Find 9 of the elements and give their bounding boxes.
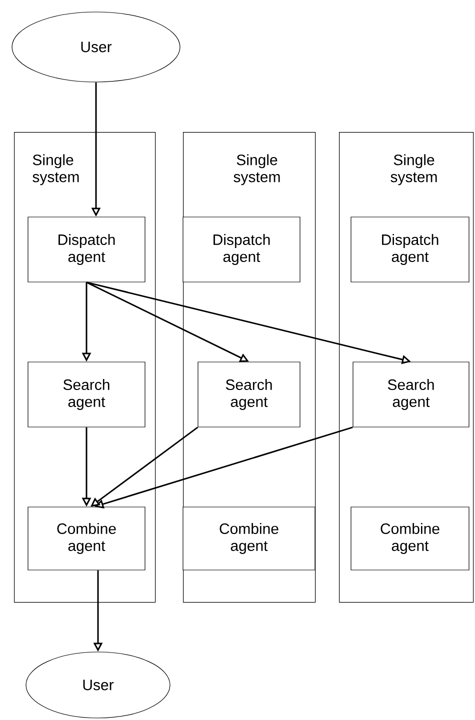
agent-box: Dispatch agent — [28, 216, 146, 282]
agent-box: Search agent — [352, 362, 470, 428]
agent-box: Search agent — [198, 362, 300, 428]
agent-box: Dispatch agent — [350, 216, 470, 282]
agent-box: Combine agent — [350, 506, 470, 570]
agent-box: Combine agent — [182, 506, 316, 570]
agent-box: Search agent — [28, 362, 146, 428]
agent-box: Combine agent — [28, 506, 146, 570]
agent-box: Dispatch agent — [182, 216, 300, 282]
